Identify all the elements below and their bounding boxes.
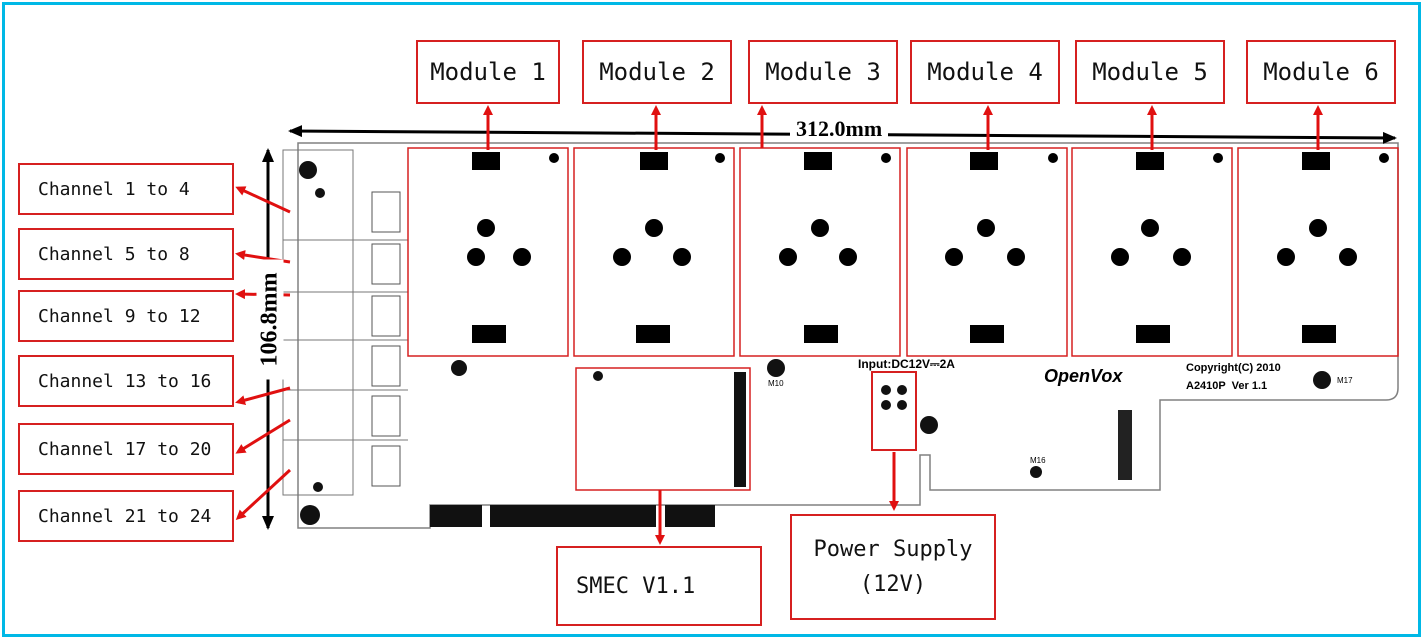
module-arrows <box>483 105 1323 150</box>
channel-9-12-label: Channel 9 to 12 <box>18 290 234 342</box>
channel-13-16-label: Channel 13 to 16 <box>18 355 234 407</box>
pci-edge-connector <box>430 505 715 527</box>
input-rating-label: Input:DC12V⎓2A <box>858 357 955 371</box>
smec-header-pins <box>734 372 746 487</box>
module-internals <box>467 152 1389 343</box>
channel-5-8-label: Channel 5 to 8 <box>18 228 234 280</box>
rj-ports <box>283 239 408 441</box>
module-3-label: Module 3 <box>748 40 898 104</box>
power-supply-label: Power Supply (12V) <box>790 514 996 620</box>
channel-21-24-label: Channel 21 to 24 <box>18 490 234 542</box>
module-4-label: Module 4 <box>910 40 1060 104</box>
height-dimension-label: 106.8mm <box>256 259 284 380</box>
power-supply-line1: Power Supply <box>813 537 973 562</box>
module-1-label: Module 1 <box>416 40 560 104</box>
mounting-holes <box>299 161 1331 525</box>
width-dimension-label: 312.0mm <box>790 116 889 142</box>
copyright-text: Copyright(C) 2010 <box>1186 362 1281 374</box>
mark-m10: M10 <box>768 379 784 388</box>
model-text: A2410P Ver 1.1 <box>1186 380 1268 392</box>
channel-17-20-label: Channel 17 to 20 <box>18 423 234 475</box>
module-2-label: Module 2 <box>582 40 732 104</box>
bracket-panel <box>282 149 354 496</box>
channel-1-4-label: Channel 1 to 4 <box>18 163 234 215</box>
module-6-label: Module 6 <box>1246 40 1396 104</box>
transformers <box>371 191 401 487</box>
mark-m16: M16 <box>1030 456 1046 465</box>
openvox-logo: OpenVox <box>1044 366 1123 386</box>
board-outline <box>297 142 1399 529</box>
power-supply-line2: (12V) <box>859 572 927 597</box>
right-header <box>1118 410 1132 480</box>
smec-slot <box>575 367 751 491</box>
module-5-label: Module 5 <box>1075 40 1225 104</box>
power-connector <box>871 371 917 451</box>
module-slots <box>407 147 1399 357</box>
mark-m17: M17 <box>1337 376 1353 385</box>
smec-label: SMEC V1.1 <box>556 546 762 626</box>
